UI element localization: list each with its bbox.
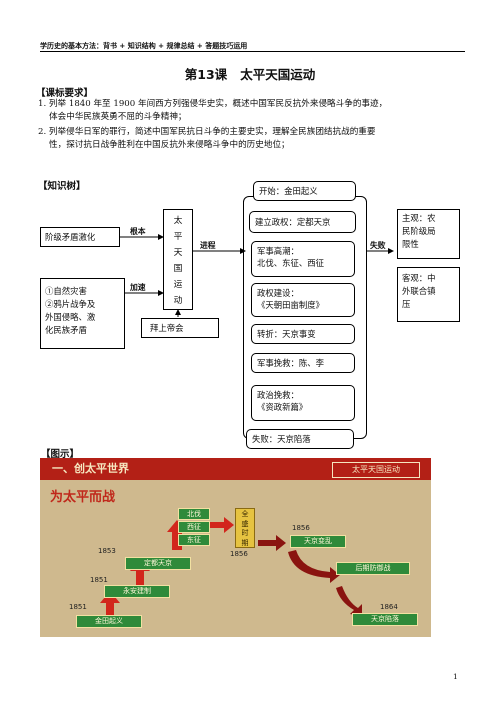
header-rule [40, 51, 465, 52]
process-line: 政治挽救： [257, 390, 299, 400]
label-process: 进程 [200, 241, 216, 250]
step-tianjing-incident: 天京变乱 [290, 535, 346, 548]
subjective-line: 主观：农 [402, 213, 436, 223]
figure-banner [40, 458, 431, 480]
peak-char: 盛 [241, 519, 249, 528]
objective-line: 压 [402, 299, 411, 309]
curriculum-item-2-line2: 性，探讨抗日战争胜利在中国反抗外来侵略斗争中的历史地位； [49, 140, 290, 150]
subjective-line: 民阶级局 [402, 226, 436, 236]
peak-char: 期 [241, 538, 249, 547]
year-label: 1856 [230, 550, 248, 558]
process-military-rescue: 军事挽救：陈、李 [251, 353, 355, 373]
year-label: 1853 [98, 547, 116, 555]
figure-heading: 【图示】 [41, 449, 80, 460]
year-label: 1864 [380, 603, 398, 611]
label-failure: 失败 [370, 241, 386, 250]
center-char: 平 [173, 232, 183, 242]
accel-cause-line: ②鸦片战争及 [45, 299, 96, 309]
page-title: 第13课 太平天国运动 [0, 64, 500, 83]
process-failure: 失败：天京陷落 [246, 429, 354, 449]
peak-char: 全 [241, 510, 249, 518]
year-label: 1851 [69, 603, 87, 611]
objective-line: 客观：中 [402, 273, 436, 283]
subjective-line: 限性 [402, 239, 419, 249]
center-char: 天 [173, 248, 183, 258]
process-line: 北伐、东征、西征 [257, 258, 324, 268]
figure-panel: 一、创太平世界 太平天国运动 为太平而战 金田起义 永安建制 定都天京 天京变乱… [40, 458, 431, 637]
lesson-title: 太平天国运动 [240, 67, 316, 82]
arrow-down-curve-2 [336, 586, 362, 616]
curriculum-item-2: 2. 列举侵华日军的罪行，简述中国军民抗日斗争的主要史实，理解全民族团结抗战的重… [38, 126, 468, 152]
figure-banner-badge: 太平天国运动 [332, 462, 420, 478]
label-accelerate: 加速 [130, 283, 146, 292]
peak-char: 时 [241, 529, 249, 537]
page-number: 1 [453, 672, 458, 681]
process-political-rescue: 政治挽救： 《资政新篇》 [251, 385, 355, 421]
accelerate-causes-box: ①自然灾害 ②鸦片战争及 外国侵略、激 化民族矛盾 [40, 278, 125, 349]
curriculum-item-1: 1. 列举 1840 年至 1900 年间西方列强侵华史实，概述中国军民反抗外来… [38, 98, 468, 124]
root-cause-box: 阶级矛盾激化 [40, 227, 120, 247]
center-char: 国 [173, 264, 183, 274]
arrow-right-crisis [258, 535, 286, 551]
step-jintian-uprising: 金田起义 [76, 615, 142, 628]
arrow-down-curve-1 [288, 550, 340, 583]
process-line: 军事高潮： [257, 246, 299, 256]
step-late-defense: 后期防御战 [336, 562, 410, 575]
campaign-west: 西征 [178, 521, 210, 533]
accel-cause-line: ①自然灾害 [45, 286, 87, 296]
year-label: 1851 [90, 576, 108, 584]
center-char: 太 [173, 216, 183, 226]
header-tagline: 学历史的基本方法：背书 + 知识结构 + 规律总结 + 答题技巧运用 [40, 42, 248, 50]
process-regime: 建立政权：定都天京 [249, 211, 356, 233]
arrow-right-peak [210, 517, 234, 533]
process-turning-point: 转折：天京事变 [251, 324, 355, 344]
accel-cause-line: 化民族矛盾 [45, 325, 87, 335]
step-tianjing-fall: 天京陷落 [352, 613, 418, 626]
objective-line: 外联合镇 [402, 286, 436, 296]
process-military-peak: 军事高潮： 北伐、东征、西征 [251, 241, 355, 277]
campaign-north: 北伐 [178, 508, 210, 520]
organizer-box: 拜上帝会 [141, 318, 219, 338]
curriculum-item-2-line1: 2. 列举侵华日军的罪行，简述中国军民抗日斗争的主要史实，理解全民族团结抗战的重… [38, 127, 376, 137]
curriculum-item-1-line1: 1. 列举 1840 年至 1900 年间西方列强侵华史实，概述中国军民反抗外来… [38, 99, 388, 109]
peak-period-box: 全 盛 时 期 [235, 508, 255, 548]
failure-subjective-box: 主观：农 民阶级局 限性 [397, 209, 460, 259]
year-label: 1856 [292, 524, 310, 532]
failure-objective-box: 客观：中 外联合镇 压 [397, 267, 460, 322]
process-start: 开始：金田起义 [253, 181, 356, 201]
label-fundamental: 根本 [130, 227, 146, 236]
campaign-east: 东征 [178, 534, 210, 546]
center-box-taiping: 太 平 天 国 运 动 [163, 209, 193, 310]
center-char: 运 [173, 280, 183, 290]
lesson-number: 第13课 [184, 67, 228, 82]
figure-slogan: 为太平而战 [50, 490, 116, 505]
knowledge-tree-connectors [120, 234, 394, 317]
step-tianjing-capital: 定都天京 [125, 557, 191, 570]
step-yongan: 永安建制 [104, 585, 170, 598]
figure-banner-title: 一、创太平世界 [52, 462, 129, 475]
accel-cause-line: 外国侵略、激 [45, 312, 96, 322]
process-line: 政权建设： [257, 288, 299, 298]
curriculum-item-1-line2: 体会中华民族英勇不屈的斗争精神； [49, 112, 187, 122]
process-line: 《资政新篇》 [257, 402, 308, 412]
center-char: 动 [173, 296, 183, 306]
curriculum-heading: 【课标要求】 [36, 88, 94, 99]
process-line: 《天朝田亩制度》 [257, 300, 324, 310]
knowledge-tree-heading: 【知识树】 [38, 181, 86, 192]
process-regime-building: 政权建设： 《天朝田亩制度》 [251, 283, 355, 317]
